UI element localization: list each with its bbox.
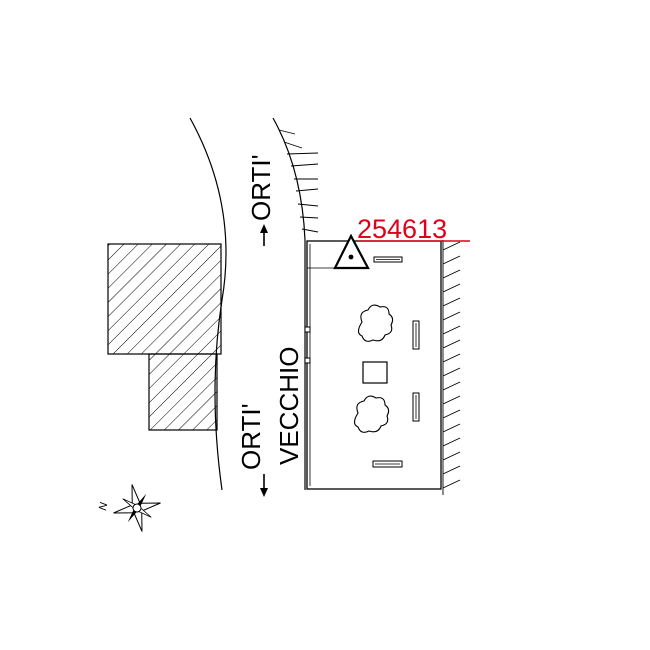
road-label-south: ORTI' [236, 403, 266, 470]
road-name-group: VECCHIO [274, 347, 304, 465]
tree-icon [357, 304, 394, 342]
gate-post-south [304, 357, 311, 364]
road-label-north-group: ORTI' [246, 154, 276, 221]
building-south [148, 353, 218, 431]
road-label-north: ORTI' [246, 154, 276, 221]
east-boundary-hatching [442, 240, 461, 495]
embankment-hatching [278, 129, 319, 233]
compass-letter: N [97, 502, 110, 512]
road-name-label: VECCHIO [274, 347, 304, 465]
tree-icon [353, 395, 390, 433]
direction-arrow-south [260, 474, 268, 497]
site-code-label: 254613 [357, 214, 447, 244]
road-label-south-group: ORTI' [236, 403, 266, 470]
gate-post-north [304, 326, 311, 333]
compass-rose-icon [113, 484, 161, 532]
central-square [362, 361, 388, 384]
road-edge-east [272, 117, 306, 490]
direction-arrow-north [260, 224, 268, 246]
building-north [107, 243, 222, 355]
warning-triangle-icon [333, 233, 370, 270]
compass-letter-group: N [97, 502, 110, 512]
